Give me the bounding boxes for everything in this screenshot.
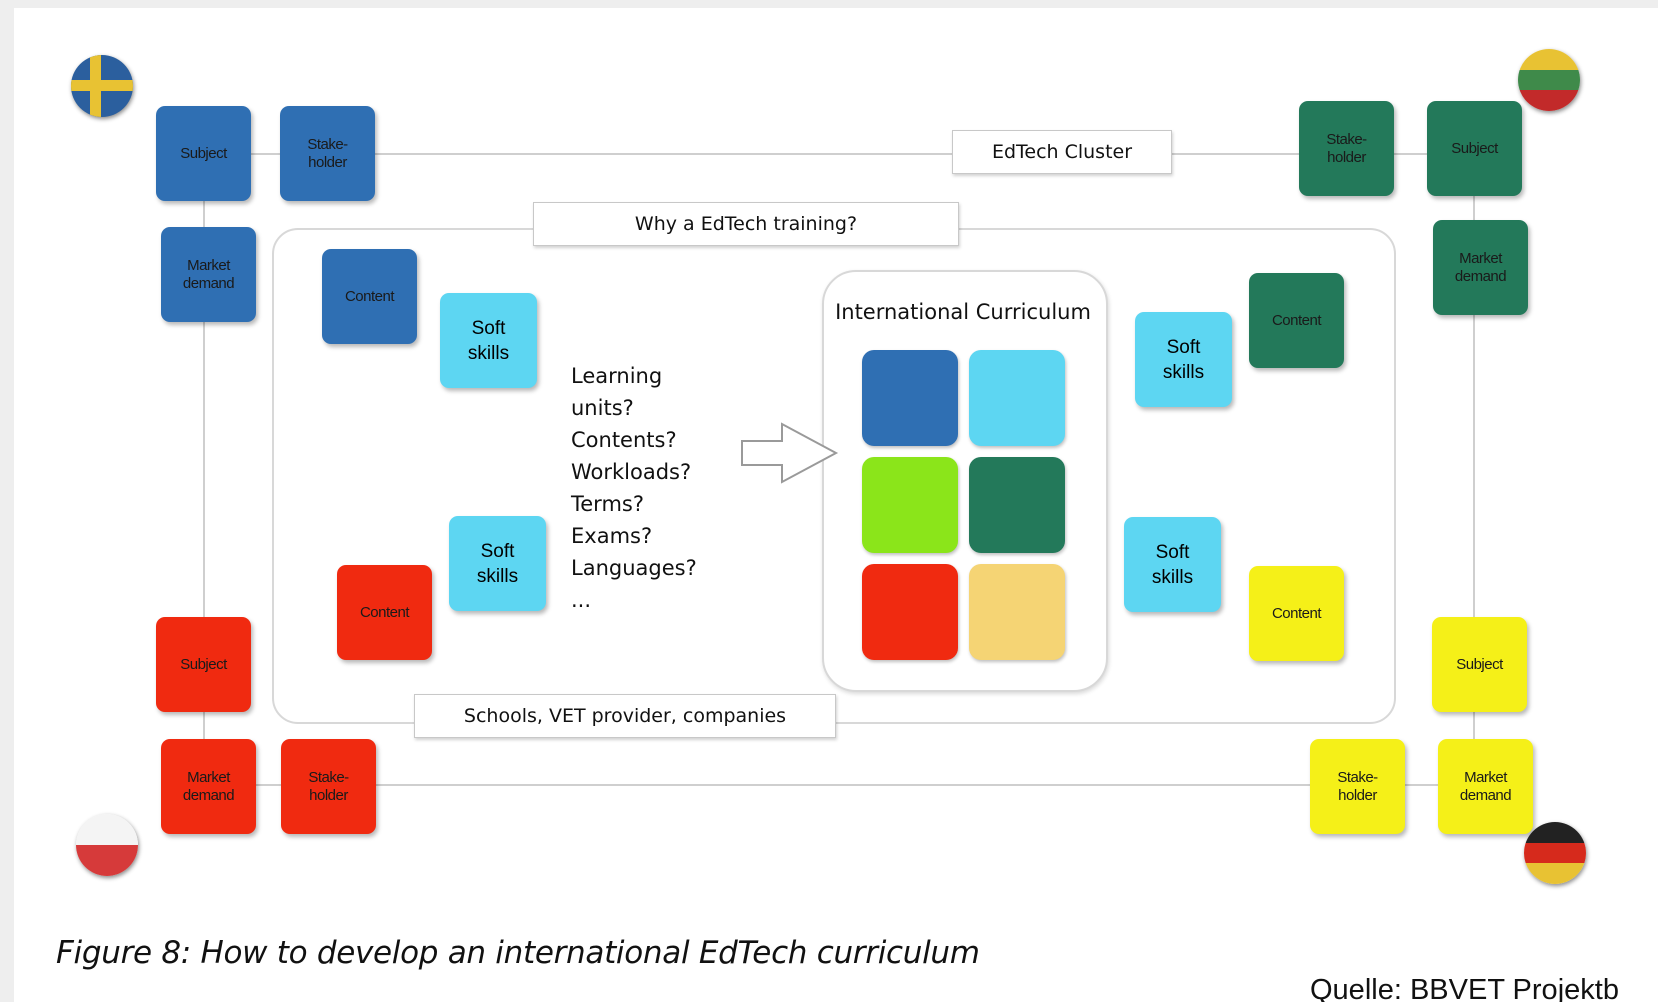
curriculum-cell-red: [862, 564, 958, 660]
poland-flag-icon: [76, 814, 138, 876]
top-connector-line: [204, 153, 1474, 155]
curriculum-cell-light-blue: [969, 350, 1065, 446]
poland-soft-skills-box: Soft skills: [449, 516, 546, 611]
curriculum-cell-sand: [969, 564, 1065, 660]
question-line: units?: [571, 396, 634, 420]
poland-subject-box: Subject: [156, 617, 251, 712]
lithuania-subject-box: Subject: [1427, 101, 1522, 196]
sweden-content-box: Content: [322, 249, 417, 344]
question-list: Learning units? Contents? Workloads? Ter…: [571, 360, 751, 616]
left-connector-line: [203, 153, 205, 785]
curriculum-cell-blue: [862, 350, 958, 446]
question-line: Contents?: [571, 428, 677, 452]
germany-soft-skills-box: Soft skills: [1124, 517, 1221, 612]
curriculum-cell-lime: [862, 457, 958, 553]
sweden-flag-icon: [71, 55, 133, 117]
lithuania-content-box: Content: [1249, 273, 1344, 368]
germany-market-demand-box: Market demand: [1438, 739, 1533, 834]
curriculum-cell-dark-green: [969, 457, 1065, 553]
poland-content-box: Content: [337, 565, 432, 660]
sweden-market-demand-box: Market demand: [161, 227, 256, 322]
germany-flag-icon: [1524, 822, 1586, 884]
germany-stakeholder-box: Stake- holder: [1310, 739, 1405, 834]
sweden-subject-box: Subject: [156, 106, 251, 201]
figure-caption: Figure 8: How to develop an internationa…: [56, 935, 980, 971]
poland-stakeholder-box: Stake- holder: [281, 739, 376, 834]
figure-page: EdTech Cluster Why a EdTech training? Sc…: [14, 8, 1658, 1002]
question-line: Languages?: [571, 556, 697, 580]
question-line: Terms?: [571, 492, 644, 516]
question-line: Exams?: [571, 524, 653, 548]
lithuania-soft-skills-box: Soft skills: [1135, 312, 1232, 407]
germany-subject-box: Subject: [1432, 617, 1527, 712]
schools-label: Schools, VET provider, companies: [414, 694, 836, 738]
question-line: Learning: [571, 364, 663, 388]
why-training-label: Why a EdTech training?: [533, 202, 959, 246]
sweden-stakeholder-box: Stake- holder: [280, 106, 375, 201]
sweden-soft-skills-box: Soft skills: [440, 293, 537, 388]
source-note: Quelle: BBVET Projektb: [1310, 974, 1619, 1002]
right-connector-line: [1473, 153, 1475, 785]
question-line: ...: [571, 588, 592, 612]
question-line: Workloads?: [571, 460, 692, 484]
germany-content-box: Content: [1249, 566, 1344, 661]
curriculum-title: International Curriculum: [835, 300, 1091, 324]
poland-market-demand-box: Market demand: [161, 739, 256, 834]
bottom-connector-line: [204, 784, 1474, 786]
edtech-cluster-label: EdTech Cluster: [952, 130, 1172, 174]
lithuania-stakeholder-box: Stake- holder: [1299, 101, 1394, 196]
lithuania-flag-icon: [1518, 49, 1580, 111]
arrow-right-icon: [741, 422, 839, 484]
lithuania-market-demand-box: Market demand: [1433, 220, 1528, 315]
